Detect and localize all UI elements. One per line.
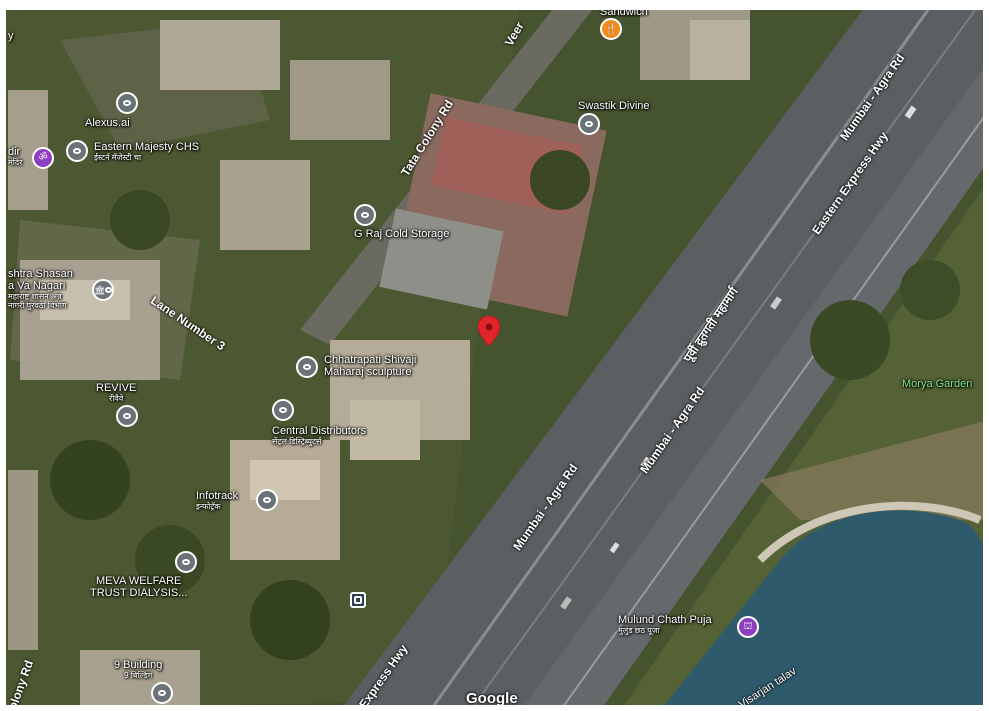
govt-office-pin-icon[interactable]: 🏛 (92, 279, 114, 301)
place-label-revive-name: REVIVE (96, 382, 137, 394)
place-pin-meva-icon[interactable] (175, 551, 197, 573)
place-label-central-name: Central Distributors (272, 425, 367, 437)
place-label-chath-name: Mulund Chath Puja (618, 614, 712, 626)
place-label-eastern-majesty[interactable]: Eastern Majesty CHS ईस्टर्न मॅजेस्टी चा (94, 141, 199, 162)
place-pin-g-raj-icon[interactable] (354, 204, 376, 226)
place-label-chath-sub: मुलुंड छठ पूजा (618, 626, 660, 635)
bus-stop-icon[interactable] (350, 592, 366, 608)
place-label-infotrack-sub: इन्फोट्रॅक (196, 502, 221, 511)
place-label-nine-building-sub: 9 बिल्डिंग (124, 671, 153, 680)
place-pin-revive-icon[interactable] (116, 405, 138, 427)
temple-pin-icon[interactable]: ॐ (32, 147, 54, 169)
place-pin-infotrack-icon[interactable] (256, 489, 278, 511)
place-label-shasan-sub2: नागरी पुरवठा विभाग (8, 301, 67, 310)
place-label-chhatrapati-line1: Chhatrapati Shivaji (324, 354, 417, 366)
place-label-nine-building[interactable]: 9 Building 9 बिल्डिंग (114, 659, 162, 680)
place-label-mandir[interactable]: dir मंदिर (8, 146, 22, 167)
place-label-shasan-sub1: महाराष्ट्र शासन अन्न (8, 292, 62, 301)
place-label-swastik[interactable]: Swastik Divine (578, 100, 650, 112)
place-label-alexus[interactable]: Alexus.ai (85, 117, 130, 129)
place-label-chath[interactable]: Mulund Chath Puja मुलुंड छठ पूजा (618, 614, 712, 635)
place-label-shasan-line2: a Va Nagari (8, 280, 66, 292)
place-label-mandir-name: dir (8, 146, 21, 158)
place-label-eastern-majesty-sub: ईस्टर्न मॅजेस्टी चा (94, 153, 142, 162)
place-label-morya-garden[interactable]: Morya Garden (902, 378, 973, 390)
chath-puja-pin-icon[interactable]: ⛫ (737, 616, 759, 638)
place-label-mandir-sub: मंदिर (8, 158, 23, 167)
place-label-meva-line2: TRUST DIALYSIS... (90, 587, 188, 599)
place-label-revive[interactable]: REVIVE रीवैवे (96, 382, 136, 403)
place-label-shasan-line1: shtra Shasan (8, 268, 73, 280)
place-pin-central-icon[interactable] (272, 399, 294, 421)
restaurant-pin-icon[interactable]: 🍴 (600, 18, 622, 40)
place-label-sandwich[interactable]: Sandwich (600, 6, 648, 18)
place-label-infotrack-name: Infotrack (196, 490, 239, 502)
place-label-chhatrapati-line2: Maharaj sculpture (324, 366, 412, 378)
place-pin-swastik-icon[interactable] (578, 113, 600, 135)
place-label-meva[interactable]: MEVA WELFARE TRUST DIALYSIS... (90, 575, 187, 599)
place-label-g-raj[interactable]: G Raj Cold Storage (354, 228, 450, 240)
place-pin-alexus-icon[interactable] (116, 92, 138, 114)
place-label-central-sub: सेंट्रल डिस्ट्रिब्युटर्स (272, 437, 322, 446)
place-label-meva-line1: MEVA WELFARE (96, 575, 182, 587)
place-label-top-fragment[interactable]: y (8, 30, 14, 42)
google-attribution-logo: Google (466, 690, 518, 707)
place-pin-chhatrapati-icon[interactable] (296, 356, 318, 378)
place-pin-eastern-majesty-icon[interactable] (66, 140, 88, 162)
selected-location-marker-icon[interactable] (478, 316, 500, 346)
place-label-revive-sub: रीवैवे (109, 394, 124, 403)
place-label-chhatrapati[interactable]: Chhatrapati Shivaji Maharaj sculpture (324, 354, 416, 378)
place-label-nine-building-name: 9 Building (114, 659, 163, 671)
place-label-shasan[interactable]: shtra Shasan a Va Nagari महाराष्ट्र शासन… (8, 268, 73, 310)
place-label-eastern-majesty-name: Eastern Majesty CHS (94, 141, 200, 153)
place-label-infotrack[interactable]: Infotrack इन्फोट्रॅक (196, 490, 238, 511)
place-label-central[interactable]: Central Distributors सेंट्रल डिस्ट्रिब्य… (272, 425, 366, 446)
place-pin-nine-building-icon[interactable] (151, 682, 173, 704)
